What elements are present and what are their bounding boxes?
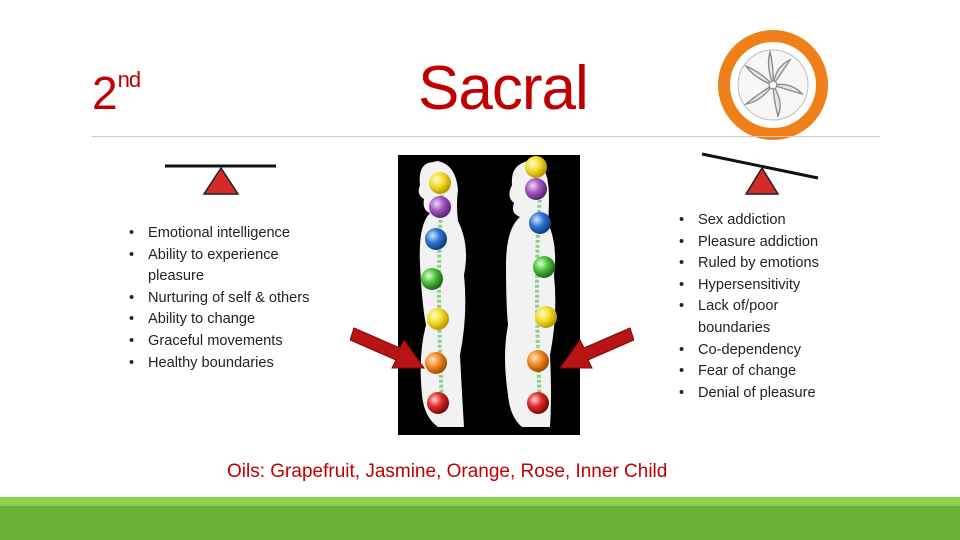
list-item: Ruled by emotions [674, 253, 854, 275]
header-divider [92, 136, 880, 137]
list-item: Hypersensitivity [674, 275, 854, 297]
list-item: Nurturing of self & others [124, 288, 324, 310]
imbalanced-traits-list: Sex addiction Pleasure addiction Ruled b… [674, 210, 854, 404]
list-item: Lack of/poor boundaries [674, 296, 854, 339]
chakra-number-main: 2 [92, 67, 118, 119]
oils-text: Oils: Grapefruit, Jasmine, Orange, Rose,… [227, 461, 668, 482]
balanced-traits-list: Emotional intelligence Ability to experi… [124, 223, 324, 374]
chakra-number-suffix: nd [117, 67, 142, 92]
footer-stripe [0, 497, 960, 506]
sacral-chakra-symbol-icon [718, 30, 828, 140]
list-item: Sex addiction [674, 210, 854, 232]
list-item: Denial of pleasure [674, 383, 854, 405]
chakra-number: 2nd [92, 67, 142, 119]
balance-scale-icon [165, 164, 276, 195]
list-item: Healthy boundaries [124, 353, 324, 375]
list-item: Co-dependency [674, 340, 854, 362]
arrow-icon [350, 327, 425, 369]
list-item: Pleasure addiction [674, 232, 854, 254]
footer-bar [0, 497, 960, 540]
list-item: Fear of change [674, 361, 854, 383]
list-item: Graceful movements [124, 331, 324, 353]
list-item: Ability to experience pleasure [124, 245, 324, 288]
page-title: Sacral [418, 54, 589, 123]
balance-scale-icon [701, 152, 819, 195]
list-item: Ability to change [124, 309, 324, 331]
chakra-body-illustration [398, 155, 580, 435]
arrow-icon [559, 327, 634, 369]
list-item: Emotional intelligence [124, 223, 324, 245]
